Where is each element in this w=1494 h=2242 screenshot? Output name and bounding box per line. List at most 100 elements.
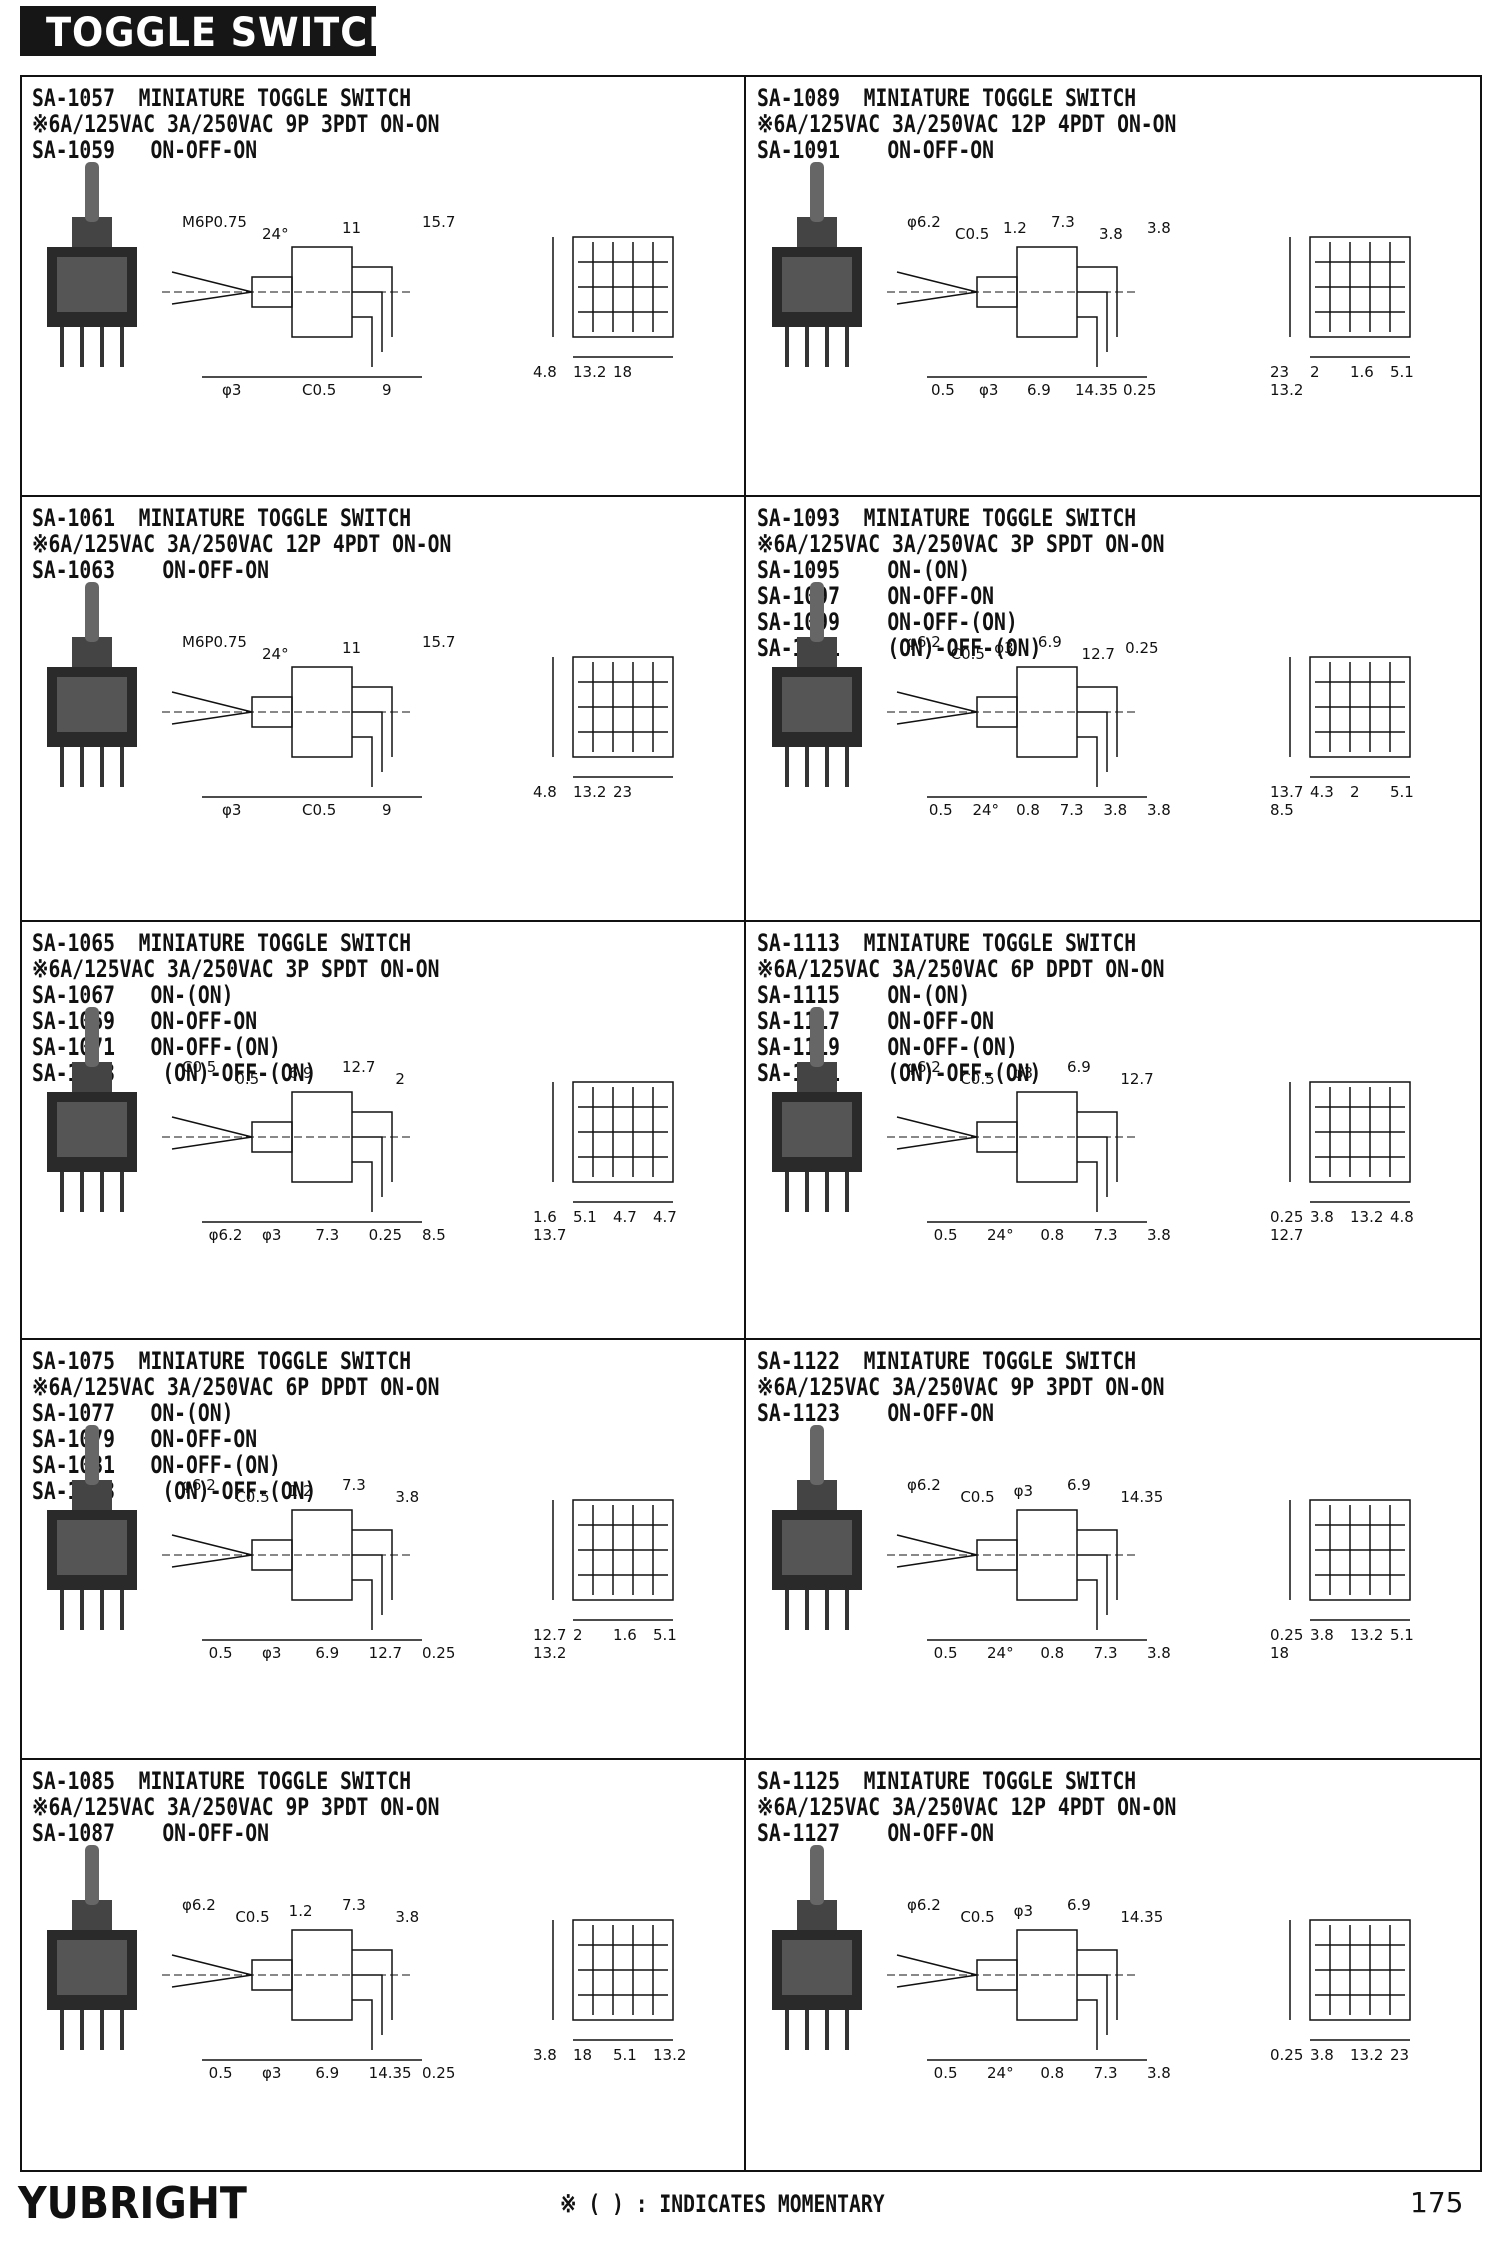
variant-line: SA-1117 ON-OFF-ON: [757, 1007, 994, 1035]
dimension-label: 0.5: [235, 1070, 259, 1088]
panel-spec-text: SA-1089 MINIATURE TOGGLE SWITCH※6A/125VA…: [757, 85, 1176, 163]
product-grid: [20, 75, 1482, 2172]
dimension-label: 0.25: [1123, 381, 1156, 399]
dimension-label: 3.8: [1147, 1226, 1171, 1244]
dimension-label: 12.7: [342, 1058, 375, 1076]
grid-divider: [744, 75, 746, 2172]
dimension-label: 0.8: [1040, 1644, 1064, 1662]
side-view-drawing: [162, 1929, 422, 2061]
variant-line: SA-1091 ON-OFF-ON: [757, 136, 994, 164]
dimension-label: 12.7: [533, 1626, 566, 1644]
variant-line: SA-1099 ON-OFF-(ON): [757, 608, 1018, 636]
dimension-label: 7.3: [1094, 1226, 1118, 1244]
product-panel: SA-1093 MINIATURE TOGGLE SWITCH※6A/125VA…: [747, 497, 1480, 918]
dimension-label: 18: [573, 2046, 592, 2064]
side-view-drawing: [887, 246, 1147, 378]
grid-row-divider: [20, 1758, 1482, 1760]
dimension-label: 23: [1390, 2046, 1409, 2064]
dimension-label: 0.8: [1040, 2064, 1064, 2082]
dimension-label: 24°: [262, 225, 289, 243]
dimension-label: 0.25: [1270, 1208, 1303, 1226]
variant-line: SA-1059 ON-OFF-ON: [32, 136, 258, 164]
product-panel: SA-1113 MINIATURE TOGGLE SWITCH※6A/125VA…: [747, 922, 1480, 1336]
product-panel: SA-1125 MINIATURE TOGGLE SWITCH※6A/125VA…: [747, 1760, 1480, 2170]
dimension-label: 11: [342, 219, 361, 237]
bottom-view-drawing: [1289, 1081, 1411, 1203]
dimension-label: C0.5: [955, 225, 989, 243]
panel-spec-text: SA-1122 MINIATURE TOGGLE SWITCH※6A/125VA…: [757, 1348, 1164, 1426]
dimension-label: 2: [573, 1626, 583, 1644]
dimension-label: 3.8: [395, 1908, 419, 1926]
page-title: TOGGLE SWITCH: [46, 10, 400, 56]
dimension-label: 7.3: [342, 1476, 366, 1494]
bottom-view-drawing: [552, 656, 674, 778]
dimension-label: 23: [613, 783, 632, 801]
dimension-label: 8.5: [422, 1226, 446, 1244]
dimension-label: φ3: [262, 1644, 281, 1662]
variant-line: SA-1079 ON-OFF-ON: [32, 1425, 258, 1453]
dimension-label: φ3: [262, 2064, 281, 2082]
dimension-label: 14.35: [1120, 1908, 1163, 1926]
bottom-view-drawing: [1289, 1499, 1411, 1621]
dimension-label: 6.9: [315, 2064, 339, 2082]
side-view-drawing: [162, 1091, 422, 1223]
dimension-label: 5.1: [653, 1626, 677, 1644]
rating-line: ※6A/125VAC 3A/250VAC 12P 4PDT ON-ON: [757, 110, 1177, 138]
dimension-label: 3.8: [1147, 219, 1171, 237]
switch-photo: [772, 1425, 862, 1630]
side-view-drawing: [887, 1509, 1147, 1641]
dimension-label: φ3: [994, 639, 1013, 657]
dimension-label: C0.5: [302, 381, 336, 399]
dimension-label: 0.25: [369, 1226, 402, 1244]
side-view-drawing: [887, 1091, 1147, 1223]
dimension-label: 0.8: [1016, 801, 1040, 819]
product-panel: SA-1065 MINIATURE TOGGLE SWITCH※6A/125VA…: [22, 922, 743, 1336]
variant-line: SA-1097 ON-OFF-ON: [757, 582, 994, 610]
dimension-label: 13.2: [1350, 1208, 1383, 1226]
variant-line: SA-1081 ON-OFF-(ON): [32, 1451, 281, 1479]
variant-line: SA-1095 ON-(ON): [757, 556, 971, 584]
dimension-label: 5.1: [1390, 1626, 1414, 1644]
dimension-label: 1.2: [289, 1482, 313, 1500]
variant-line: SA-1077 ON-(ON): [32, 1399, 234, 1427]
dimension-label: C0.5: [960, 1488, 994, 1506]
side-view-drawing: [887, 1929, 1147, 2061]
dimension-label: C0.5: [302, 801, 336, 819]
dimension-label: 12.7: [369, 1644, 402, 1662]
dimension-label: 15.7: [422, 213, 455, 231]
dimension-label: φ6.2: [907, 633, 941, 651]
dimension-label: 5.1: [1390, 783, 1414, 801]
dimension-label: 3.8: [1147, 801, 1171, 819]
switch-photo: [772, 582, 862, 787]
dimension-label: 0.8: [1040, 1226, 1064, 1244]
dimension-label: 6.9: [1067, 1476, 1091, 1494]
dimension-label: 13.2: [533, 1644, 566, 1662]
dimension-label: 12.7: [1270, 1226, 1303, 1244]
dimension-label: M6P0.75: [182, 633, 247, 651]
header-band: TOGGLE SWITCH: [20, 6, 399, 56]
bottom-view-drawing: [552, 1499, 674, 1621]
dimension-label: 3.8: [1147, 1644, 1171, 1662]
dimension-label: 1.6: [613, 1626, 637, 1644]
switch-photo: [47, 1845, 137, 2050]
dimension-label: 5.1: [573, 1208, 597, 1226]
panel-spec-text: SA-1093 MINIATURE TOGGLE SWITCH※6A/125VA…: [757, 505, 1164, 661]
side-view-drawing: [887, 666, 1147, 798]
side-view-drawing: [162, 666, 422, 798]
switch-photo: [772, 1007, 862, 1212]
dimension-label: 4.8: [1390, 1208, 1414, 1226]
dimension-label: 3.8: [1310, 2046, 1334, 2064]
variant-line: SA-1119 ON-OFF-(ON): [757, 1033, 1018, 1061]
dimension-label: 6.9: [315, 1644, 339, 1662]
dimension-label: 0.25: [422, 2064, 455, 2082]
dimension-label: 8.5: [1270, 801, 1294, 819]
rating-line: ※6A/125VAC 3A/250VAC 9P 3PDT ON-ON: [757, 1373, 1165, 1401]
side-view-drawing: [162, 1509, 422, 1641]
footnote: ※ ( ) : INDICATES MOMENTARY: [560, 2190, 885, 2218]
dimension-label: 13.2: [653, 2046, 686, 2064]
dimension-label: φ6.2: [182, 1476, 216, 1494]
dimension-label: 0.5: [934, 1226, 958, 1244]
product-panel: SA-1085 MINIATURE TOGGLE SWITCH※6A/125VA…: [22, 1760, 743, 2170]
